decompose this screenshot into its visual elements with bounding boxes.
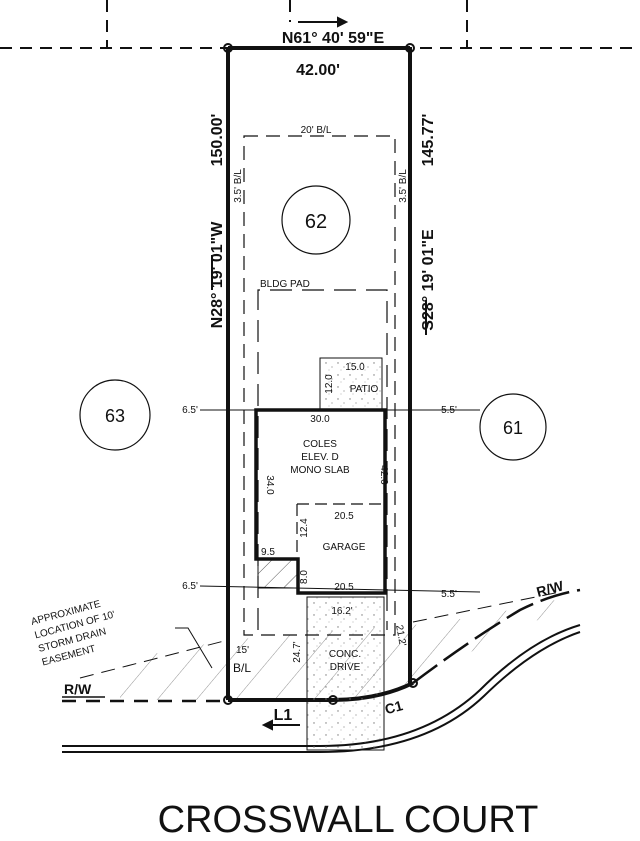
setback-line [243,135,396,636]
dimension-lines [199,409,481,593]
rear-setback-top: 15' [236,645,249,656]
drive-label-2: DRIVE [330,662,361,673]
front-setback-label: 20' B/L [301,125,332,136]
north-arrow-icon [298,16,349,28]
north-bearing: N61° 40' 59"E [282,30,385,47]
row-right-label: R/W [535,577,566,600]
row-left-label: R/W [64,681,92,697]
patio [319,357,383,411]
house-left-depth: 34.0 [264,475,275,495]
lot-number-circle [281,185,351,255]
house-elevation: ELEV. D [301,452,338,463]
neighbor-right-circle [479,393,547,461]
house-right-depth: 42.0 [378,465,389,485]
bldg-pad-outline [257,289,388,630]
offset-hatch [257,559,299,589]
garage-width-bottom: 20.5 [334,582,354,593]
drive-right-length: 21.2' [393,624,408,647]
lot-side-arrows [211,255,427,335]
left-offset-bottom: 6.5' [182,581,198,592]
drive-left-length: 24.7' [292,641,303,662]
curve-label: C1 [383,697,405,717]
concrete-drive [306,596,385,751]
easement-leader [175,627,213,669]
lot-corner-markers [223,43,418,705]
neighbor-left-number: 63 [105,406,125,426]
patio-label: PATIO [350,384,379,395]
street-name: CROSSWALL COURT [158,799,539,841]
lot-number: 62 [305,211,327,233]
west-distance: 150.00' [209,114,226,167]
offset-width: 9.5 [261,547,275,558]
neighbor-left-circle [79,379,151,451]
east-bearing: S28° 19' 01"E [420,229,437,331]
house-slab: MONO SLAB [290,465,350,476]
house-width: 30.0 [310,414,330,425]
easement-line [79,591,561,679]
patio-width: 15.0 [345,362,365,373]
line-label: L1 [274,707,293,724]
garage-label: GARAGE [323,542,366,553]
garage-depth: 12.4 [299,518,310,538]
drive-width: 16.2' [331,606,352,617]
neighbor-right-number: 61 [503,418,523,438]
l1-arrow-icon [261,719,300,731]
easement-label: APPROXIMATE LOCATION OF 10' STORM DRAIN … [30,599,117,669]
right-offset-bottom: 5.5' [441,589,457,600]
patio-depth: 12.0 [324,374,335,394]
garage-width-top: 20.5 [334,511,354,522]
house-name: COLES [303,439,337,450]
offset-depth: 8.0 [299,570,310,584]
west-bearing: N28° 19' 01"W [209,221,226,329]
rear-setback-bottom: B/L [233,661,251,675]
right-offset-top: 5.5' [441,405,457,416]
north-distance: 42.00' [296,62,340,79]
row-line-right [412,588,581,684]
east-distance: 145.77' [420,114,437,167]
left-offset-top: 6.5' [182,405,198,416]
side-setback-left: 3.5' B/L [233,169,244,203]
bldg-pad-label: BLDG PAD [260,279,310,290]
drive-label-1: CONC. [329,649,361,660]
side-setback-right: 3.5' B/L [398,169,409,203]
